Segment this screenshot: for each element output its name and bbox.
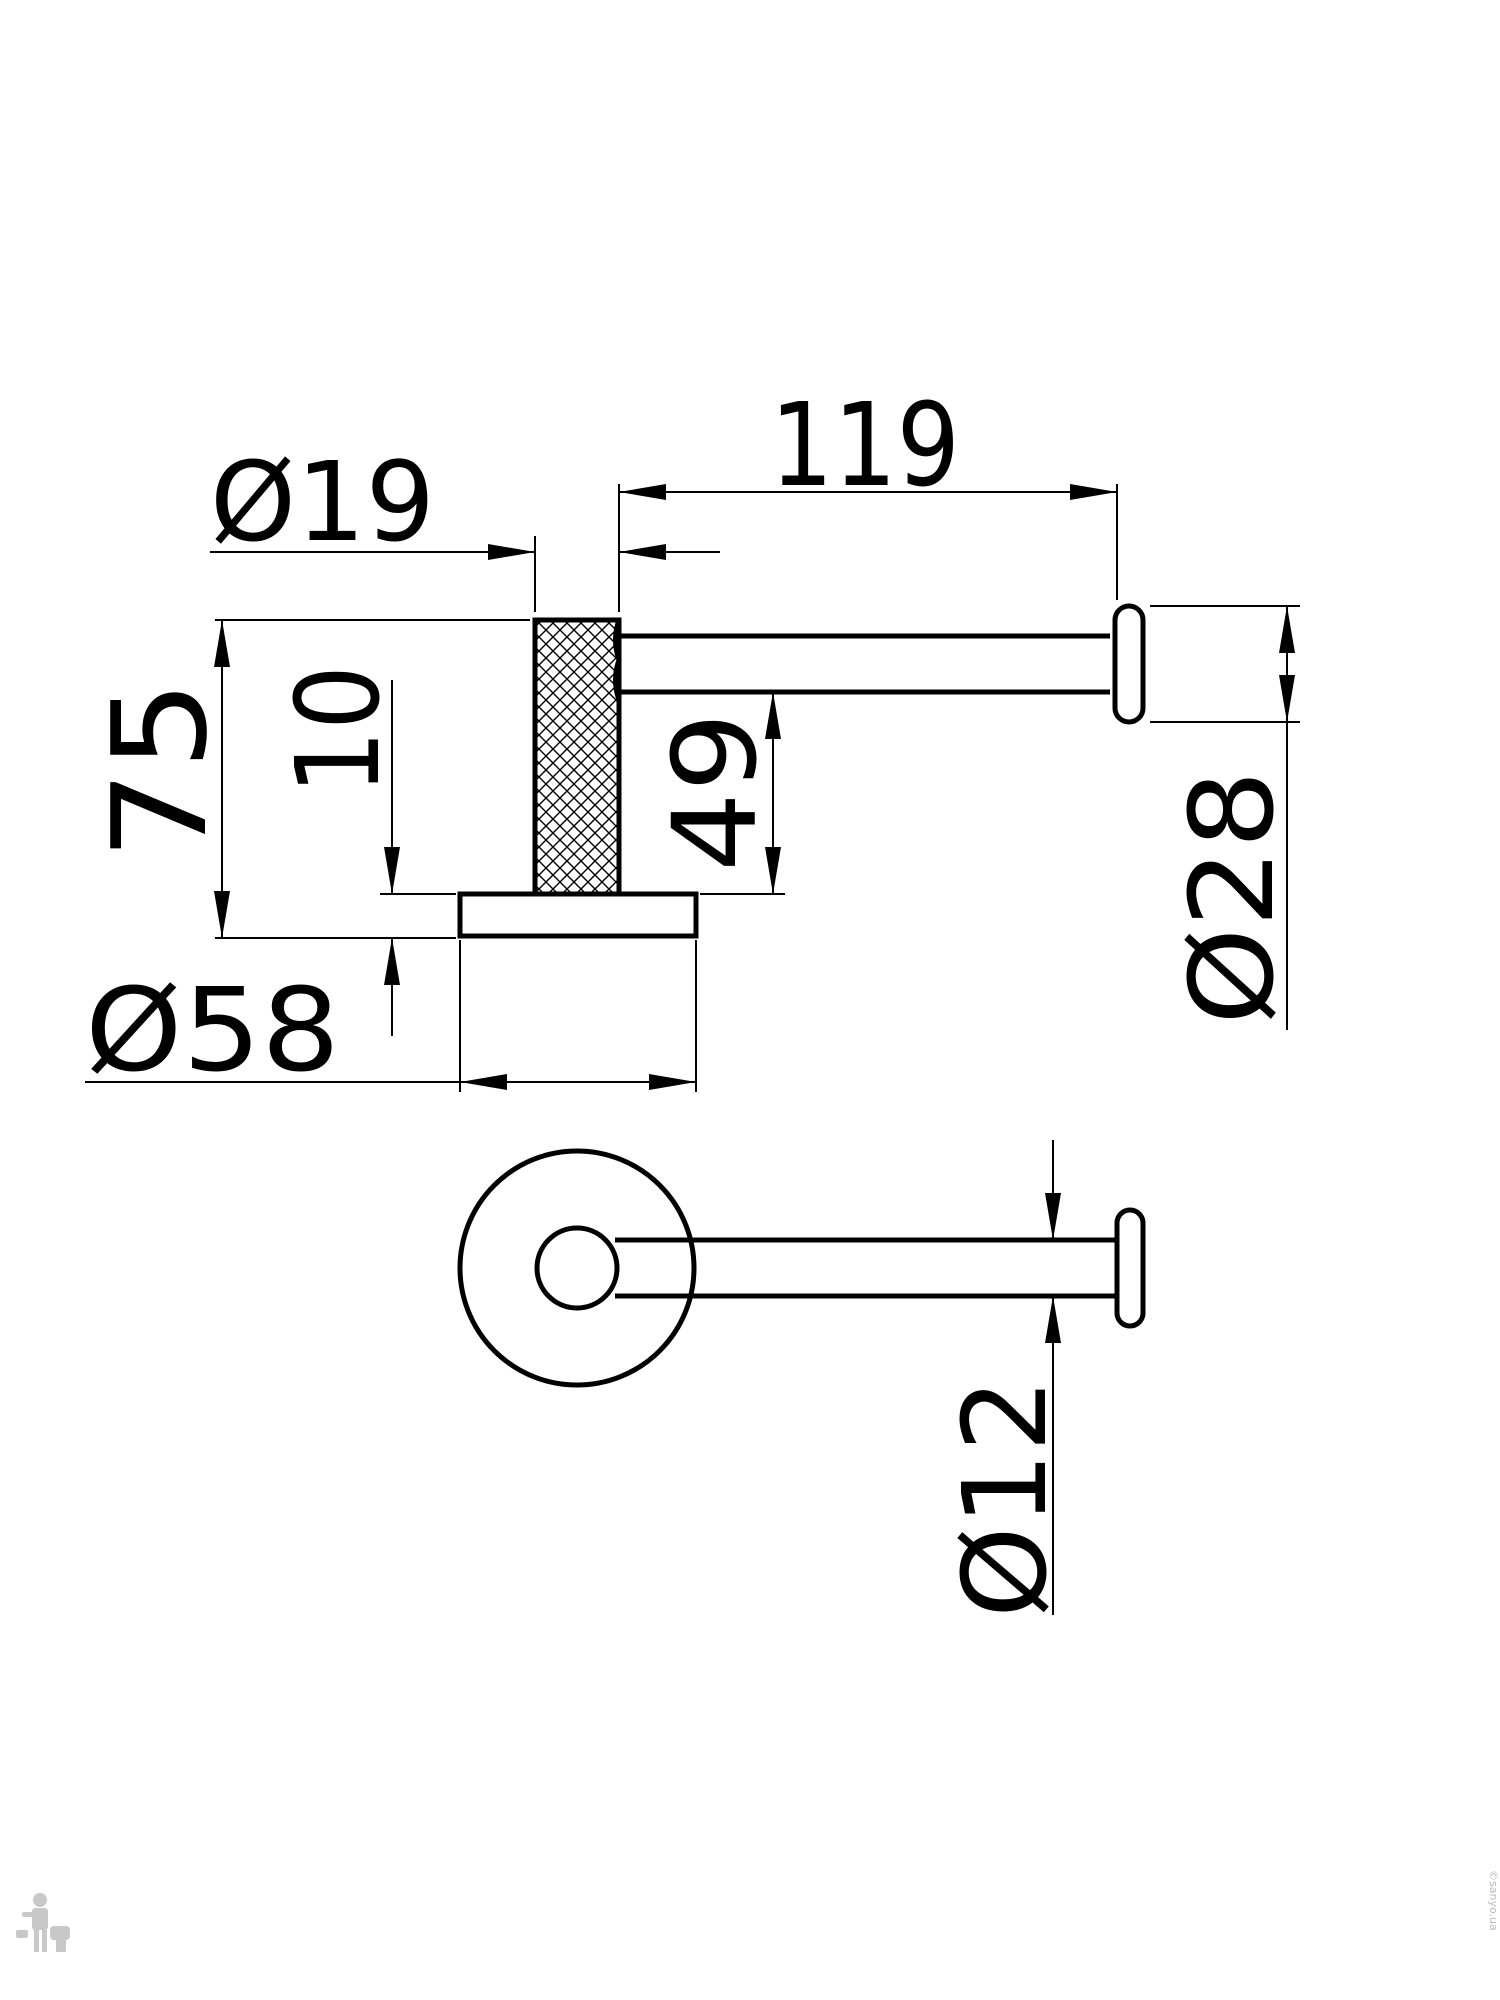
dim-overall-height: 75 xyxy=(84,620,236,938)
dim-base-thickness-label: 10 xyxy=(272,665,406,795)
dim-arm-length-label: 119 xyxy=(770,379,960,513)
end-cap xyxy=(1112,603,1146,725)
arm-rod xyxy=(619,633,1110,695)
end-cap-top xyxy=(1114,1207,1146,1329)
arm-joint xyxy=(613,619,622,701)
watermark: ©sanyo.ua xyxy=(16,1870,1500,1952)
watermark-text: ©sanyo.ua xyxy=(1487,1870,1500,1931)
post-body xyxy=(532,617,622,897)
base-rosette xyxy=(457,1148,697,1388)
dim-post-diameter-label: Ø19 xyxy=(210,438,435,566)
dim-end-cap-diameter-label: Ø28 xyxy=(1166,770,1300,1025)
dim-arm-height: 49 xyxy=(649,692,783,894)
dim-post-diameter: Ø19 xyxy=(210,438,720,566)
plumber-logo xyxy=(16,1893,70,1952)
dim-base-diameter-label: Ø58 xyxy=(85,964,340,1098)
post-top xyxy=(534,1225,620,1311)
dim-overall-height-label: 75 xyxy=(84,680,236,860)
arm-rod-top xyxy=(615,1237,1115,1299)
base-plate xyxy=(457,891,699,939)
dim-arm-diameter-label: Ø12 xyxy=(939,1378,1073,1618)
side-view: Ø19 119 75 10 49 xyxy=(84,379,1300,1098)
dim-base-thickness: 10 xyxy=(272,665,406,1036)
dim-arm-diameter: Ø12 xyxy=(939,1140,1073,1618)
dim-arm-length: 119 xyxy=(619,379,1117,513)
top-view: Ø12 xyxy=(457,1140,1146,1618)
dim-arm-height-label: 49 xyxy=(649,712,783,872)
dim-base-diameter: Ø58 xyxy=(85,964,696,1098)
dim-end-cap-diameter: Ø28 xyxy=(1166,606,1300,1030)
